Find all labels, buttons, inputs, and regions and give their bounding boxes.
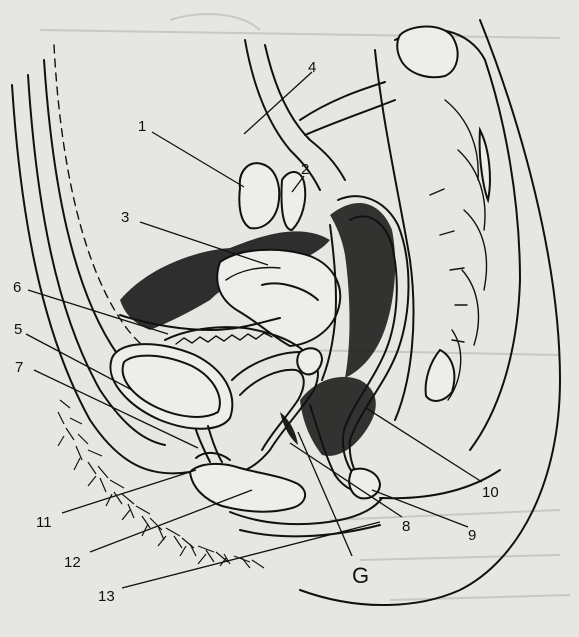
uterus [217,250,340,346]
leader-8 [290,443,402,517]
sacrum [375,26,520,450]
ovary [239,163,279,228]
label-1: 1 [138,118,146,135]
label-8: 8 [402,518,410,535]
bladder [110,344,232,429]
labia [190,464,305,512]
label-7: 7 [15,359,23,376]
leader-1 [152,132,244,187]
label-10: 10 [482,484,499,501]
label-2: 2 [301,161,309,178]
anus [349,469,380,499]
label-11: 11 [36,514,52,531]
body-contour [300,20,560,605]
label-4: 4 [308,59,316,76]
urethra [196,426,222,462]
label-G: G [352,563,369,588]
leader-9 [372,490,468,527]
leader-12 [90,490,252,552]
leader-10 [366,408,482,482]
label-3: 3 [121,209,129,226]
label-13: 13 [98,588,115,605]
label-5: 5 [14,321,22,338]
label-12: 12 [64,554,81,571]
ovary-and-tube [239,163,305,230]
label-9: 9 [468,527,476,544]
labels: 1 2 3 4 5 6 7 8 9 10 11 12 13 G [13,59,499,605]
fallopian-tube [281,172,305,230]
label-6: 6 [13,279,21,296]
